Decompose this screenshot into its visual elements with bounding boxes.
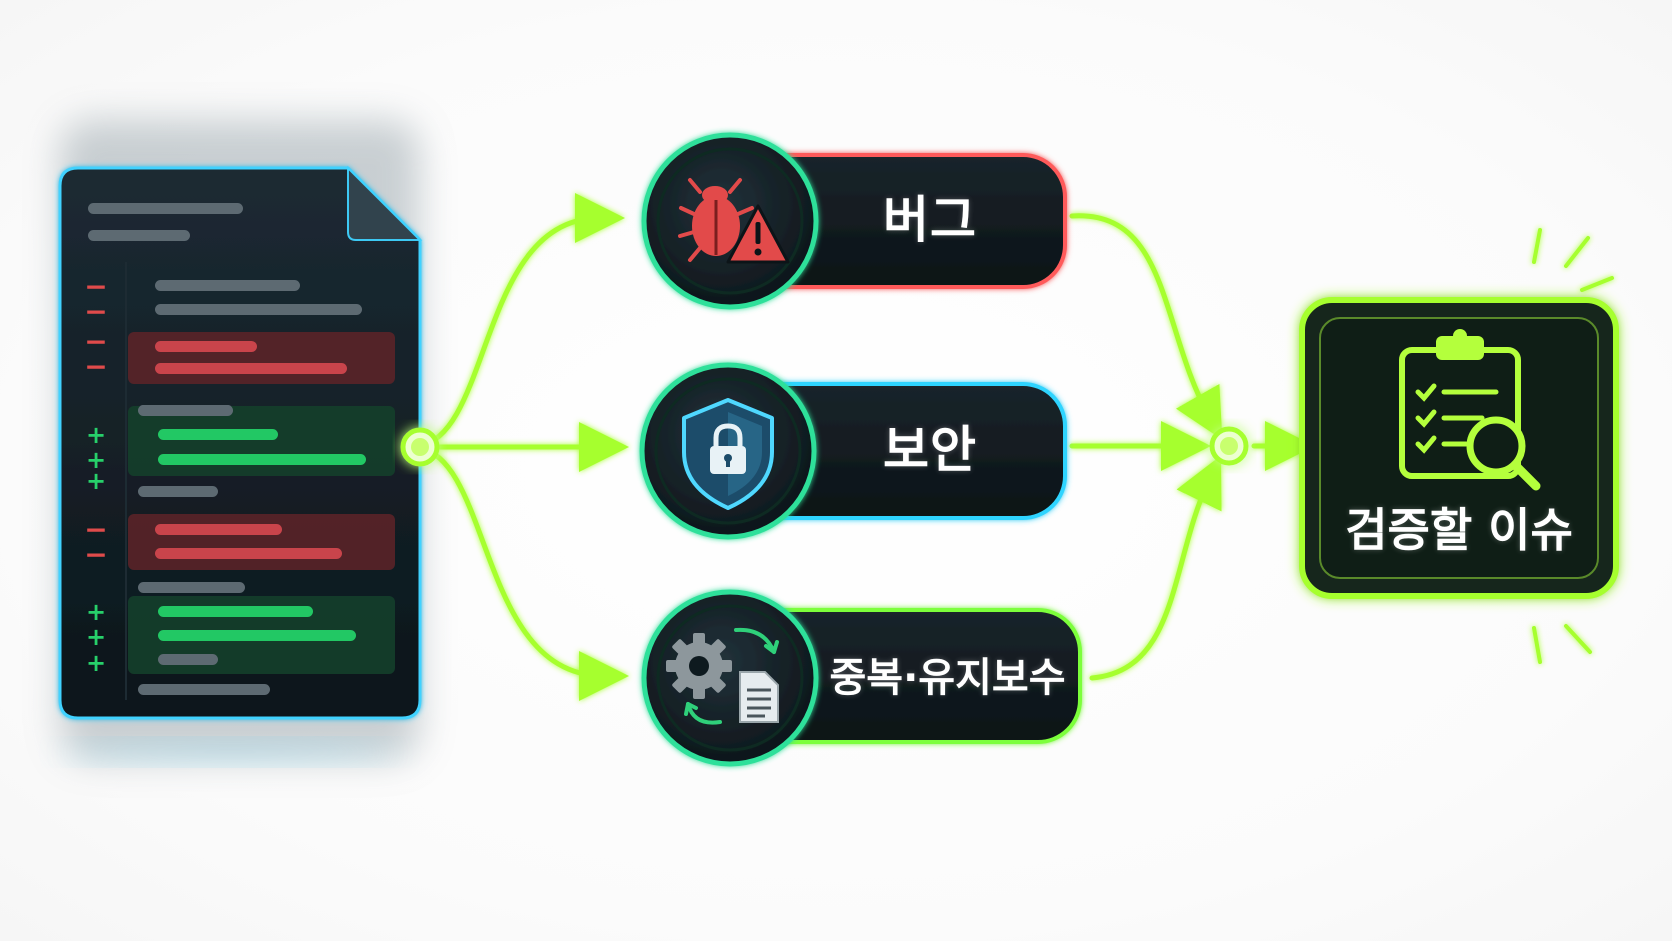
gear-document-cycle-icon — [666, 627, 779, 725]
merge-junction — [1209, 426, 1249, 466]
svg-text:−: − — [84, 538, 107, 571]
svg-text:+: + — [86, 421, 106, 449]
added-markers: + + + + + + — [86, 421, 106, 677]
alert-rays — [1532, 228, 1614, 664]
svg-text:−: − — [84, 295, 107, 328]
connector-from-bug — [1069, 213, 1223, 440]
svg-text:−: − — [84, 325, 107, 358]
flow-connectors — [417, 193, 1315, 701]
svg-text:−: − — [84, 270, 107, 303]
security-node — [639, 362, 1067, 540]
svg-text:−: − — [84, 350, 107, 383]
header-lines — [88, 203, 243, 241]
document-icon — [739, 671, 779, 723]
maintenance-node — [641, 589, 1082, 767]
svg-text:−: − — [84, 513, 107, 546]
connector-to-maintenance — [417, 445, 629, 701]
gear-icon — [666, 633, 732, 699]
diff-document: − − − − − − + + + + + + — [58, 120, 423, 762]
clipboard-checklist-magnifier-icon — [1399, 329, 1541, 491]
branch-label-maintenance: 중복·유지보수 — [829, 655, 1066, 701]
bug-node — [641, 132, 1067, 310]
bug-warning-icon — [678, 178, 790, 264]
svg-text:+: + — [86, 467, 106, 495]
svg-text:+: + — [86, 598, 106, 626]
shield-lock-icon — [682, 398, 774, 510]
removed-markers: − − − − − − — [84, 270, 107, 571]
connector-to-bug — [417, 193, 625, 449]
cycle-arrows-icon — [684, 627, 779, 725]
split-junction — [400, 427, 440, 467]
result-label: 검증할 이슈 — [1345, 503, 1573, 557]
svg-text:+: + — [86, 623, 106, 651]
svg-text:+: + — [86, 649, 106, 677]
branch-label-bug: 버그 — [883, 191, 977, 249]
svg-text:+: + — [86, 446, 106, 474]
connector-from-maintenance — [1089, 455, 1222, 681]
branch-label-security: 보안 — [883, 421, 977, 479]
diff-lines — [128, 280, 395, 695]
result-node — [1299, 228, 1619, 664]
